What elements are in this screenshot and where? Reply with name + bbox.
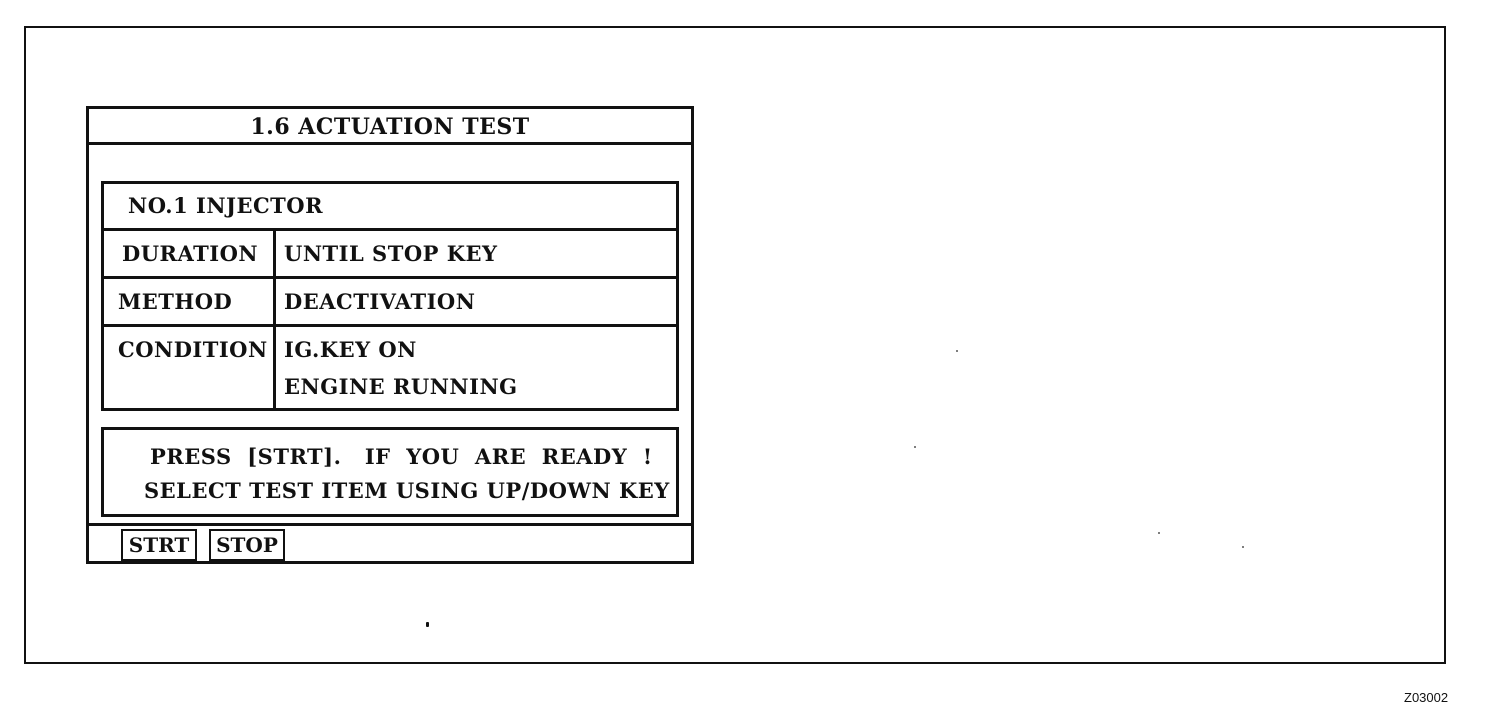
instruction-line-1: PRESS [STRT]. IF YOU ARE READY ! xyxy=(150,444,653,469)
illustration-frame xyxy=(24,26,1446,664)
figure-id-label: Z03002 xyxy=(1404,690,1449,705)
test-item-table: NO.1 INJECTOR DURATION UNTIL STOP KEY ME… xyxy=(101,181,679,411)
table-row-method: METHOD DEACTIVATION xyxy=(104,279,676,327)
scan-speck xyxy=(914,446,916,448)
test-item-name[interactable]: NO.1 INJECTOR xyxy=(104,184,676,231)
condition-value-line-1: IG.KEY ON xyxy=(284,337,417,362)
screen-title: 1.6 ACTUATION TEST xyxy=(89,109,691,145)
method-value: DEACTIVATION xyxy=(284,289,476,314)
stop-button[interactable]: STOP xyxy=(209,529,285,561)
scan-speck xyxy=(1158,532,1160,534)
method-label: METHOD xyxy=(104,279,276,324)
instruction-message: PRESS [STRT]. IF YOU ARE READY ! SELECT … xyxy=(101,427,679,517)
table-row-duration: DURATION UNTIL STOP KEY xyxy=(104,231,676,279)
scan-speck xyxy=(956,350,958,352)
scan-speck xyxy=(1242,546,1244,548)
tester-screen: 1.6 ACTUATION TEST NO.1 INJECTOR DURATIO… xyxy=(86,106,694,564)
softkey-bar: STRT STOP xyxy=(89,523,691,561)
scan-speck xyxy=(426,622,429,627)
duration-value: UNTIL STOP KEY xyxy=(284,241,498,266)
condition-value: IG.KEY ON ENGINE RUNNING xyxy=(276,327,676,408)
instruction-line-2: SELECT TEST ITEM USING UP/DOWN KEY xyxy=(144,478,670,503)
duration-label: DURATION xyxy=(104,231,276,276)
condition-label: CONDITION xyxy=(104,327,276,408)
start-button[interactable]: STRT xyxy=(121,529,197,561)
table-row-condition: CONDITION IG.KEY ON ENGINE RUNNING xyxy=(104,327,676,408)
condition-value-line-2: ENGINE RUNNING xyxy=(284,374,518,399)
